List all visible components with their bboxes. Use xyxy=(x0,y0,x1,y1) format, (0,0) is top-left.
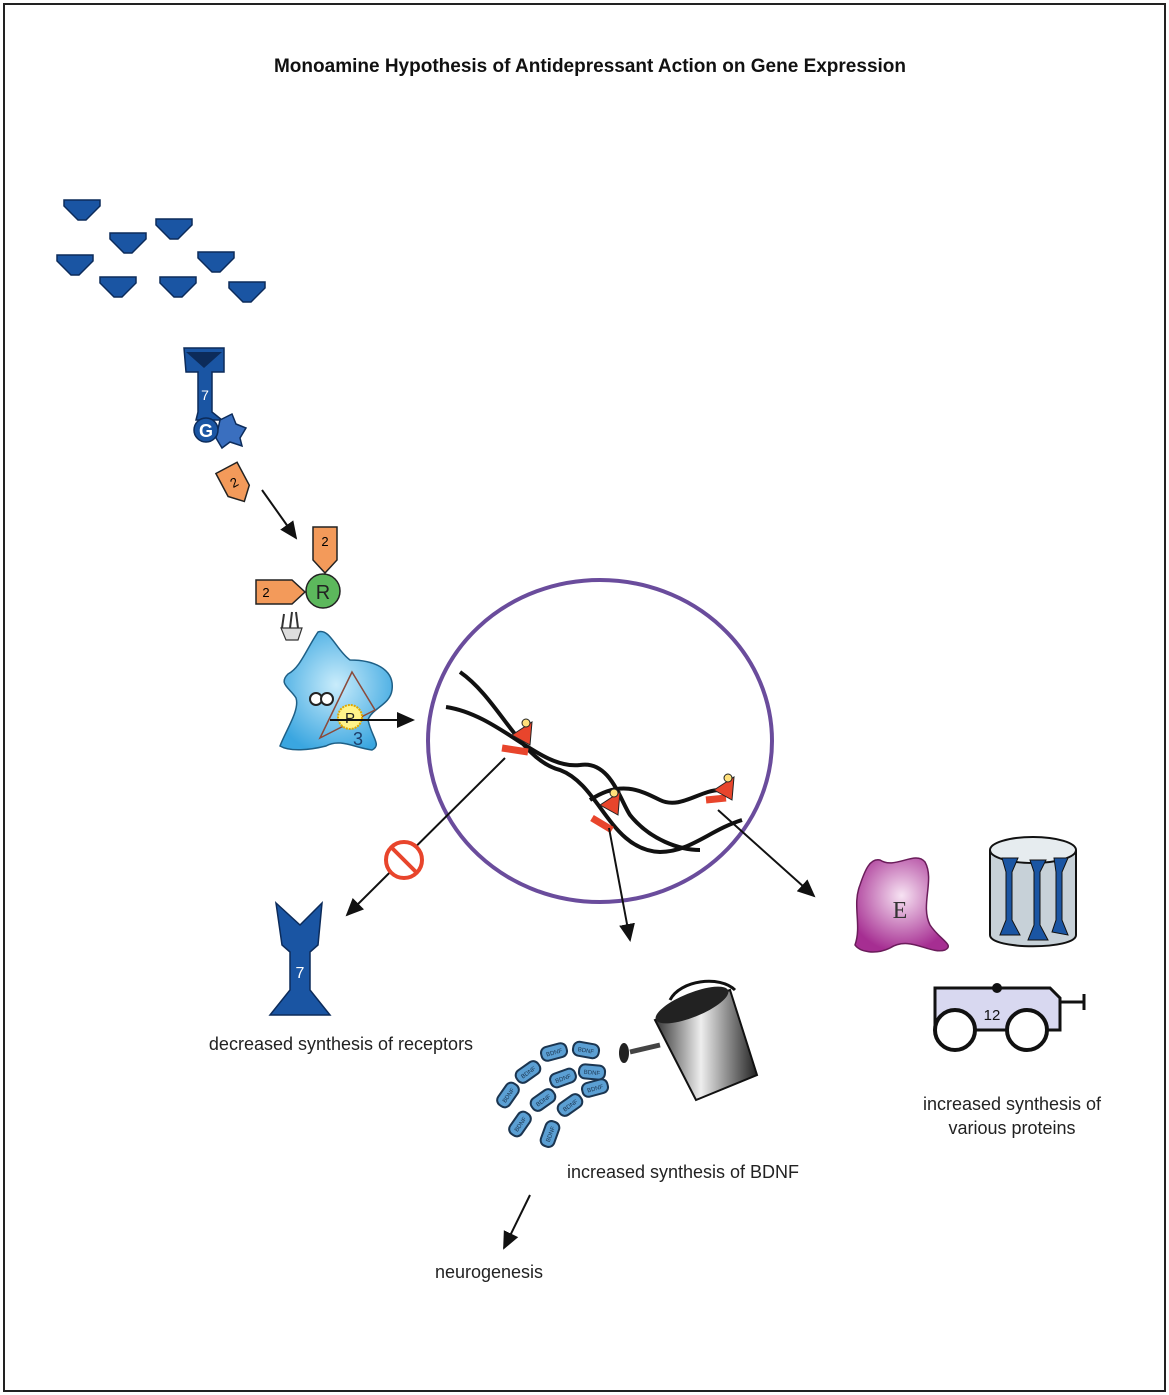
caption-proteins-line1: increased synthesis of xyxy=(923,1094,1102,1114)
arrow xyxy=(345,757,506,917)
caption-neurogenesis: neurogenesis xyxy=(435,1262,543,1282)
regulatory-unit-label: R xyxy=(316,582,330,604)
enzyme-label: E xyxy=(893,898,908,924)
enzyme-icon: E xyxy=(854,857,950,953)
bdnf-molecule: BDNF xyxy=(580,1078,610,1098)
bdnf-molecule: BDNF xyxy=(539,1120,561,1148)
bdnf-molecule: BDNF xyxy=(496,1081,520,1109)
second-messenger-label: 2 xyxy=(262,585,269,600)
bdnf-label: BDNF xyxy=(555,1074,573,1085)
arrow xyxy=(503,1194,531,1250)
transcription-factors xyxy=(511,718,735,816)
bdnf-label: BDNF xyxy=(546,1048,564,1058)
arrow xyxy=(261,489,298,540)
neurotransmitter xyxy=(159,276,197,298)
neurotransmitter-molecules xyxy=(56,199,266,303)
second-messenger: 2 xyxy=(214,461,251,503)
transporter-cart-icon: 12 xyxy=(933,983,1086,1052)
bdnf-molecule: BDNF xyxy=(571,1040,601,1060)
dna-strands xyxy=(445,670,743,855)
bdnf-label: BDNF xyxy=(546,1126,557,1144)
g-protein-label: G xyxy=(199,421,213,441)
second-messenger-label: 2 xyxy=(321,534,328,549)
neurotransmitter xyxy=(99,276,137,298)
neurotransmitter xyxy=(109,232,147,254)
neurotransmitter xyxy=(63,199,101,221)
protein-kinase: P 3 xyxy=(279,611,415,751)
watering-can-icon xyxy=(619,979,759,1102)
bdnf-molecule: BDNF xyxy=(539,1042,569,1062)
g-protein-star-icon xyxy=(215,412,248,450)
caption-receptors: decreased synthesis of receptors xyxy=(209,1034,473,1054)
gene-segments xyxy=(501,744,727,834)
receptor-g-protein: 7 G xyxy=(183,347,248,450)
regulatory-complex: 2 2 R xyxy=(255,526,341,609)
neurotransmitter xyxy=(56,254,94,276)
bdnf-molecule: BDNF xyxy=(508,1110,532,1138)
bdnf-molecule: BDNF xyxy=(514,1060,542,1084)
bdnf-molecule: BDNF xyxy=(556,1093,584,1117)
neurotransmitter xyxy=(155,218,193,240)
caption-bdnf: increased synthesis of BDNF xyxy=(567,1162,799,1182)
diagram-title: Monoamine Hypothesis of Antidepressant A… xyxy=(274,56,906,77)
frame-border xyxy=(3,3,1166,1392)
bdnf-label: BDNF xyxy=(577,1047,594,1056)
caption-proteins-line2: various proteins xyxy=(948,1118,1075,1138)
inhibit-icon xyxy=(384,840,424,880)
kinase-number: 3 xyxy=(353,729,363,749)
receptor-number: 7 xyxy=(296,965,305,982)
transporter-number: 12 xyxy=(984,1007,1001,1024)
bdnf-molecule: BDNF xyxy=(529,1088,557,1112)
arrow xyxy=(608,827,635,942)
neurotransmitter xyxy=(197,251,235,273)
neurotransmitter xyxy=(228,281,266,303)
phosphate-label: P xyxy=(345,710,355,727)
receptor-icon: 7 xyxy=(268,900,332,1016)
ion-channel-icon xyxy=(989,836,1077,948)
receptor-number: 7 xyxy=(201,387,209,403)
bdnf-molecule: BDNF xyxy=(577,1063,607,1081)
bdnf-molecule: BDNF xyxy=(549,1067,577,1089)
bdnf-label: BDNF xyxy=(587,1084,605,1094)
nucleus xyxy=(426,578,774,904)
arrow xyxy=(717,809,816,898)
bdnf-label: BDNF xyxy=(583,1070,600,1077)
